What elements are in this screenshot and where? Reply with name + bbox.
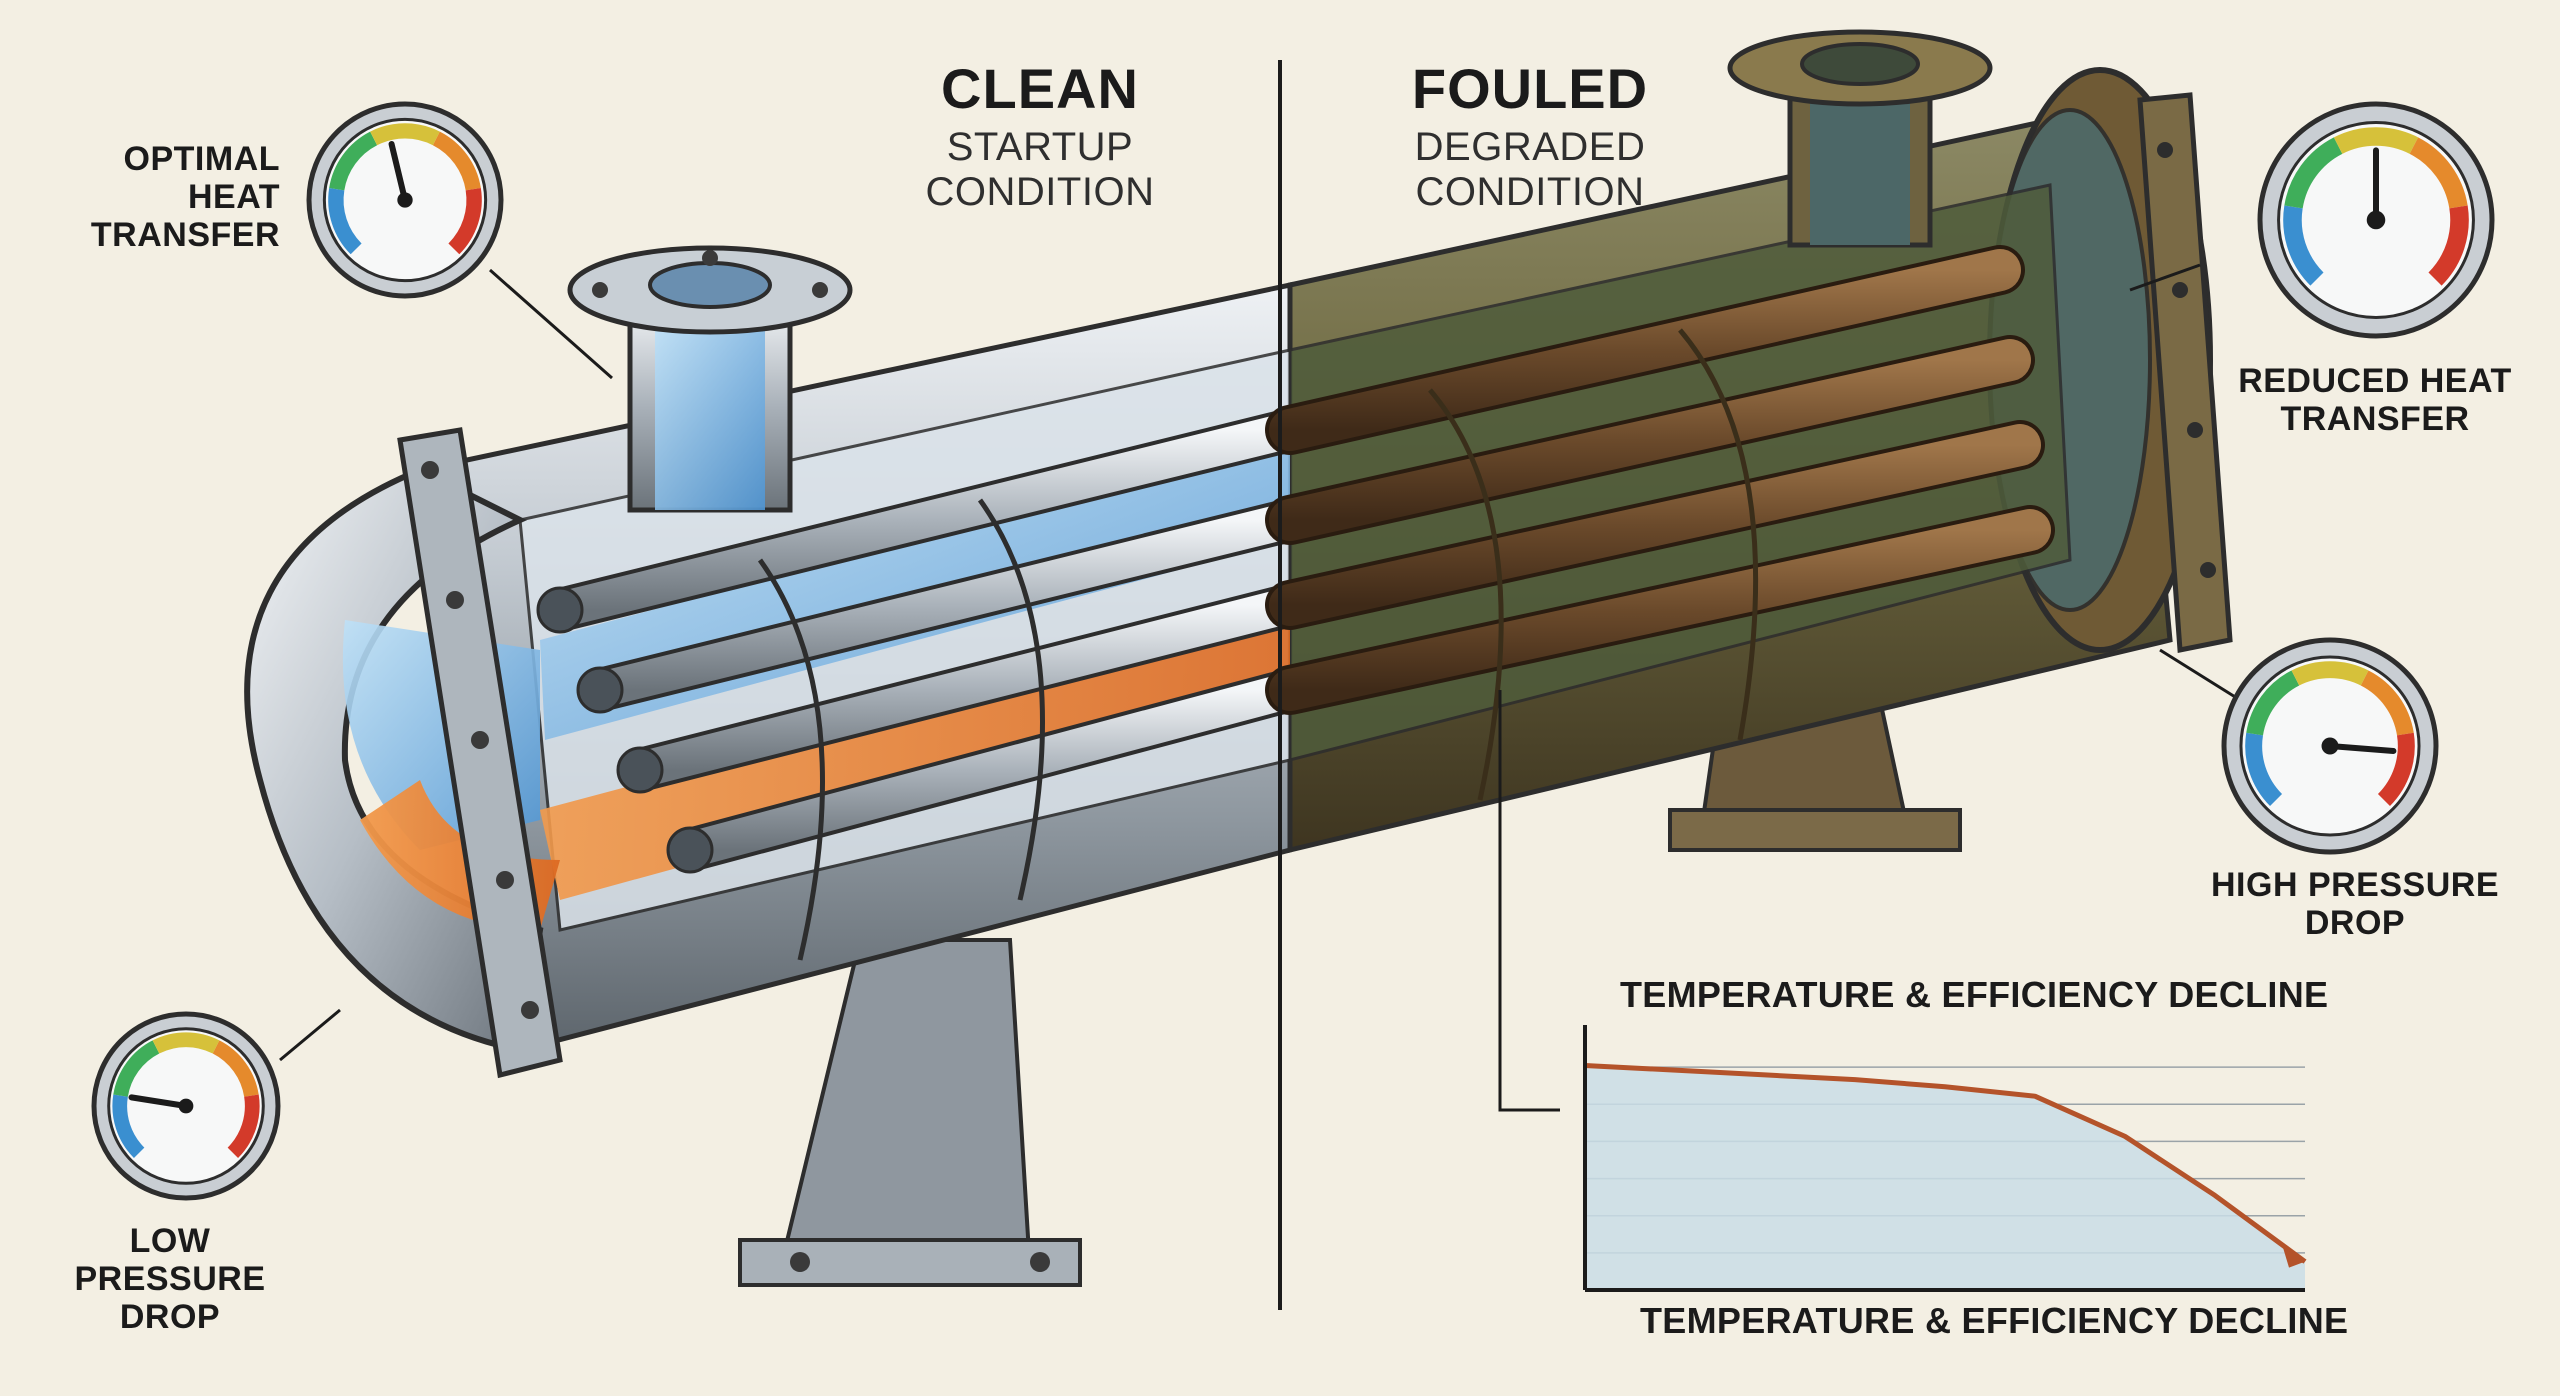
gauge-low-pressure-drop-icon bbox=[91, 1011, 281, 1201]
label-line: HEAT bbox=[187, 178, 280, 217]
baffle-plates bbox=[757, 328, 1759, 961]
flange-clean bbox=[397, 427, 563, 1079]
label-high-pressure-drop: HIGH PRESSURE DROP bbox=[2200, 866, 2510, 942]
gauge-reduced-heat-transfer-icon bbox=[2257, 101, 2495, 339]
fouled-title: FOULED bbox=[1411, 57, 1649, 120]
decline-chart bbox=[1583, 1025, 2307, 1292]
label-line: DROP bbox=[119, 1298, 221, 1337]
callout-leaders bbox=[279, 263, 2241, 1112]
label-line: DROP bbox=[2304, 904, 2406, 943]
gauge-needle bbox=[128, 1094, 189, 1109]
label-line: LOW PRESSURE bbox=[74, 1222, 266, 1299]
flange-fouled bbox=[2137, 92, 2233, 654]
tube-bundle-clean bbox=[536, 408, 1312, 874]
label-line: HIGH PRESSURE bbox=[2211, 866, 2499, 904]
chart-area-fill bbox=[1585, 1065, 2305, 1290]
chart-x-label: TEMPERATURE & EFFICIENCY DECLINE bbox=[1640, 1300, 2349, 1341]
gauge-high-pressure-drop-icon bbox=[2221, 637, 2439, 855]
gauge-needle bbox=[388, 140, 408, 203]
chart-title: TEMPERATURE & EFFICIENCY DECLINE bbox=[1620, 974, 2329, 1015]
chart-series-line bbox=[1584, 1062, 2307, 1264]
label-optimal-heat-transfer: OPTIMAL HEAT TRANSFER bbox=[80, 140, 280, 254]
label-line: REDUCED HEAT bbox=[2238, 362, 2512, 400]
label-line: OPTIMAL bbox=[123, 140, 280, 178]
inlet-nozzle-clean bbox=[567, 245, 853, 513]
label-line: TRANSFER bbox=[2280, 400, 2470, 439]
clean-title: CLEAN bbox=[941, 57, 1139, 120]
clean-title-block: CLEAN STARTUP CONDITION bbox=[840, 56, 1240, 215]
fouled-title-block: FOULED DEGRADED CONDITION bbox=[1320, 56, 1740, 215]
support-saddle-left bbox=[738, 938, 1082, 1287]
label-low-pressure-drop: LOW PRESSURE DROP bbox=[40, 1222, 300, 1336]
fouled-subtitle: DEGRADED CONDITION bbox=[1414, 125, 1646, 214]
label-reduced-heat-transfer: REDUCED HEAT TRANSFER bbox=[2230, 362, 2520, 438]
gauge-needle bbox=[2327, 743, 2397, 754]
outlet-nozzle-fouled bbox=[1727, 29, 1993, 248]
tube-bundle-fouled bbox=[1265, 245, 2055, 715]
clean-subtitle: STARTUP CONDITION bbox=[925, 125, 1155, 214]
label-line: TRANSFER bbox=[90, 216, 280, 255]
chart-arrowhead bbox=[2283, 1247, 2305, 1268]
gauge-optimal-heat-transfer-icon bbox=[306, 101, 504, 299]
